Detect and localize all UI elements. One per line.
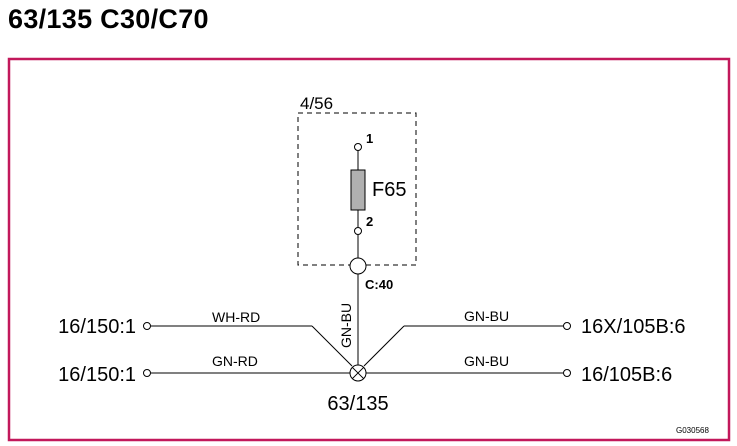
fuse-label: F65	[372, 179, 406, 201]
connector-label: C:40	[365, 277, 393, 292]
diagram-frame	[7, 57, 731, 442]
left-terminal-top-label: 16/150:1	[58, 316, 136, 338]
splice-cross-2	[351, 366, 365, 380]
right-wire-bottom-color: GN-BU	[464, 353, 509, 369]
pin-1-label: 1	[366, 131, 373, 146]
left-wire-bottom-color: GN-RD	[212, 353, 258, 369]
right-terminal-bottom	[563, 369, 571, 377]
pin-2-label: 2	[366, 214, 373, 229]
connector-c40	[349, 257, 367, 275]
left-terminal-top	[143, 322, 151, 330]
page-title: 63/135 C30/C70	[8, 4, 209, 34]
right-terminal-top-label: 16X/105B:6	[581, 316, 686, 338]
pin-2-terminal	[354, 227, 362, 235]
fuse-f65	[350, 169, 366, 211]
right-terminal-bottom-label: 16/105B:6	[581, 364, 672, 386]
left-terminal-bottom	[143, 369, 151, 377]
junction-label: 63/135	[327, 393, 388, 415]
pin-1-terminal	[354, 143, 362, 151]
left-wire-top-color: WH-RD	[212, 309, 260, 325]
left-terminal-bottom-label: 16/150:1	[58, 364, 136, 386]
vertical-wire-color-label: GN-BU	[338, 303, 354, 348]
left-wire-top-diagonal	[311, 325, 353, 367]
right-wire-top-color: GN-BU	[464, 308, 509, 324]
module-label: 4/56	[300, 94, 333, 113]
right-wire-top-diagonal	[363, 325, 405, 367]
drawing-code: G030568	[676, 426, 709, 435]
right-terminal-top	[563, 322, 571, 330]
